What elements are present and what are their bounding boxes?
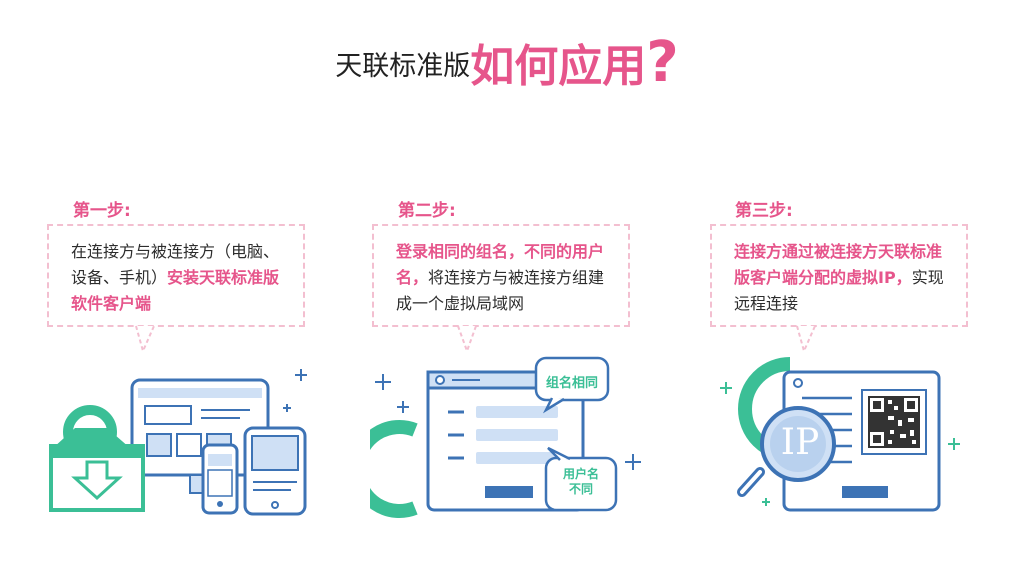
step-2-bubble: 登录相同的组名，不同的用户名，将连接方与被连接方组建成一个虚拟局域网 [372,224,630,327]
title-question: ? [646,30,679,95]
step-3-bubble-tail [796,325,816,353]
step-1-text: 在连接方与被连接方（电脑、设备、手机） [71,242,280,287]
username-line: 用户名 [562,467,599,481]
step-2-text: 将连接方与被连接方组建成一个虚拟局域网 [396,268,605,313]
step-1-bubble-tail [135,325,155,353]
ip-magnifier-icon [720,357,960,512]
group-same-bubble: 组名相同 [545,376,598,391]
step-3-bubble: 连接方通过被连接方天联标准版客户端分配的虚拟IP，实现远程连接 [710,224,968,327]
download-devices-icon [49,369,307,516]
step-1-bubble: 在连接方与被连接方（电脑、设备、手机）安装天联标准版软件客户端 [47,224,305,327]
step-3-highlight: 连接方通过被连接方天联标准版客户端分配的虚拟IP， [734,242,943,287]
login-window-icon [370,356,641,518]
different-line: 不同 [568,482,593,496]
title-part1: 天联标准版 [335,51,471,82]
step-3-text: 实现远程连接 [734,268,944,313]
page-title: 天联标准版如何应用? [0,30,1014,95]
step-3-label: 第三步: [735,201,793,221]
ip-label: IP [780,422,820,463]
step-2-bubble-tail [457,325,477,353]
title-part2: 如何应用 [470,41,647,92]
step-1-highlight: 安装天联标准版软件客户端 [71,268,280,313]
username-diff-bubble: 用户名 不同 [546,467,616,497]
step-1-label: 第一步: [73,201,131,221]
step-2-highlight: 登录相同的组名，不同的用户名， [396,242,605,287]
step-2-label: 第二步: [398,201,456,221]
